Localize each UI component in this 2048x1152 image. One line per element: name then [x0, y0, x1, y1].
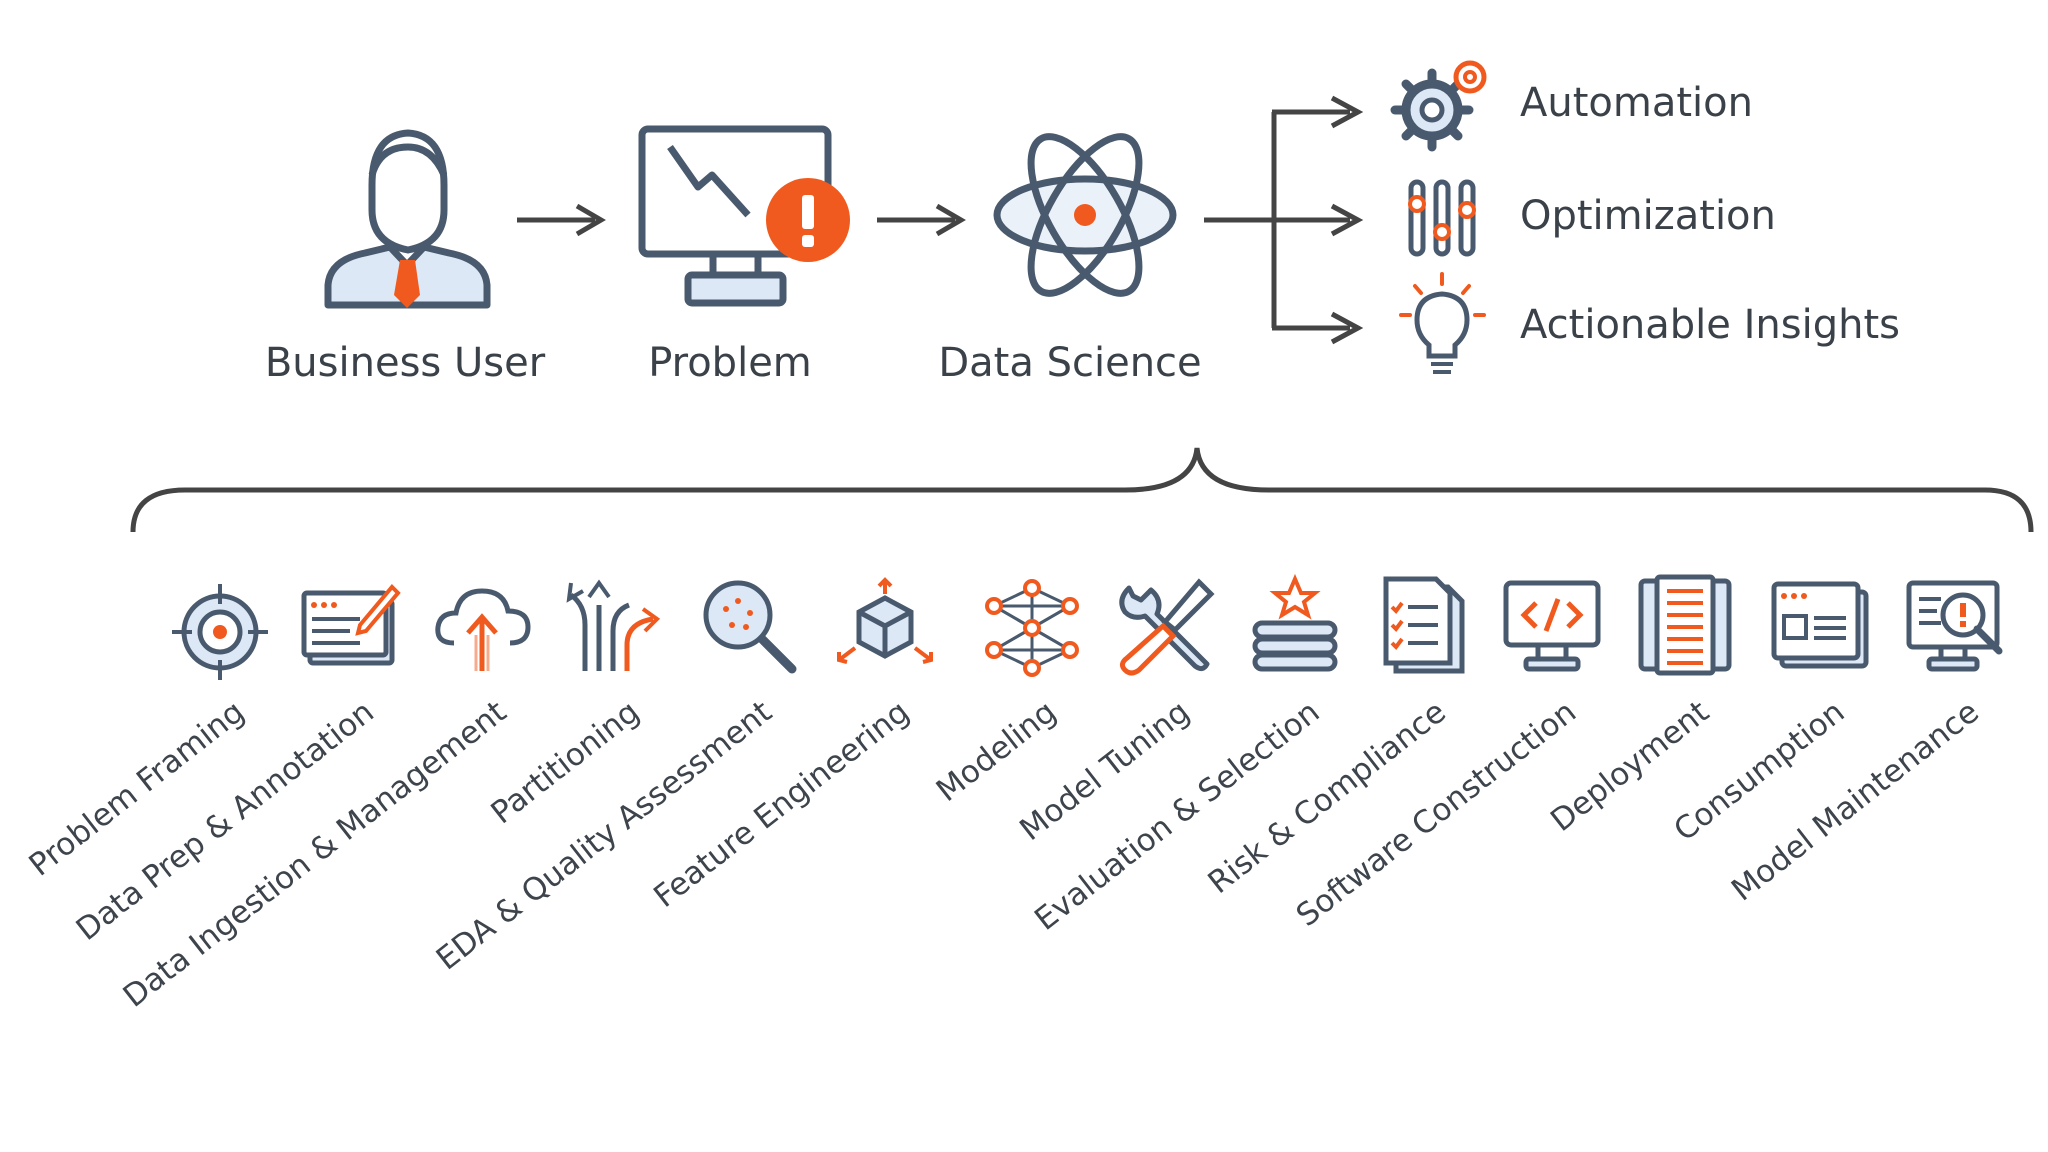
wrench-screwdriver-icon	[1119, 578, 1215, 676]
arrow-right-icon	[877, 203, 966, 237]
magnifier-icon	[703, 580, 797, 674]
gears-icon	[1390, 60, 1487, 152]
sliders-icon	[1408, 179, 1476, 257]
outcome-label-actionable-insights: Actionable Insights	[1520, 302, 1900, 348]
outcome-label-optimization: Optimization	[1520, 193, 1776, 239]
step-label-problem-framing: Problem Framing	[22, 693, 252, 884]
stack-star-icon	[1252, 573, 1338, 672]
network-icon	[985, 579, 1079, 677]
monitor-alert-icon	[638, 125, 850, 307]
branch-arrows	[1204, 95, 1364, 345]
split-arrows-icon	[566, 579, 661, 671]
atom-icon	[993, 133, 1177, 297]
step-label-feature-engineering: Feature Engineering	[647, 693, 917, 915]
code-monitor-icon	[1503, 580, 1601, 672]
monitor-search-icon	[1906, 580, 2003, 672]
business-user-icon	[324, 129, 491, 309]
step-label-model-maintenance: Model Maintenance	[1725, 693, 1987, 909]
lightbulb-icon	[1399, 272, 1486, 374]
curly-brace	[130, 447, 2034, 533]
flow-label-data-science: Data Science	[938, 340, 1202, 386]
step-label-modeling: Modeling	[929, 693, 1064, 810]
cloud-upload-icon	[435, 588, 531, 671]
cube-icon	[837, 577, 933, 664]
flow-label-problem: Problem	[648, 340, 812, 386]
server-rack-icon	[1638, 574, 1732, 676]
annotate-icon	[301, 584, 401, 666]
checklist-icon	[1383, 576, 1465, 674]
outcome-label-automation: Automation	[1520, 80, 1753, 126]
browser-window-icon	[1771, 581, 1869, 669]
arrow-right-icon	[517, 203, 606, 237]
target-icon	[172, 584, 268, 680]
flow-label-business-user: Business User	[264, 340, 546, 386]
step-label-risk-compliance: Risk & Compliance	[1201, 693, 1454, 902]
